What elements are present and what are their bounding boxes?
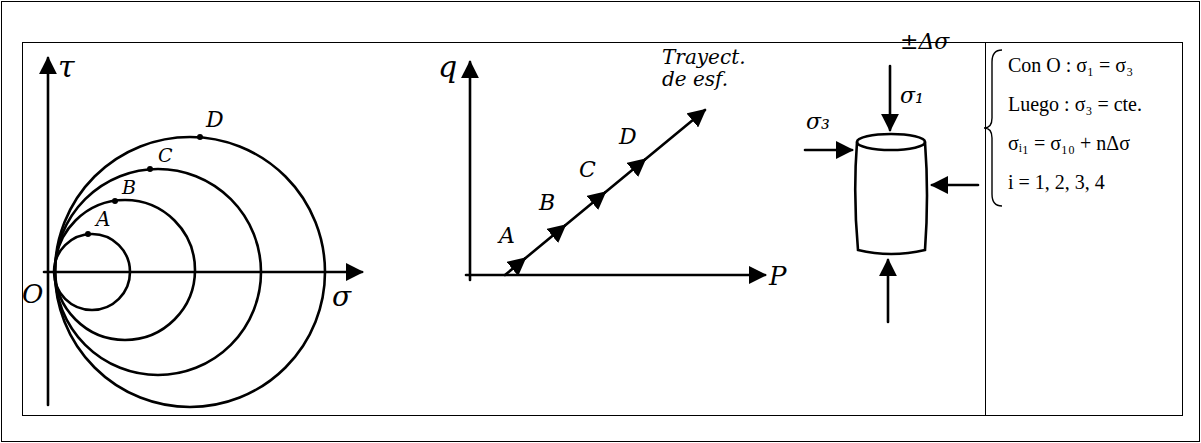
path-label: Trayect. de esf. [662,46,754,90]
specimen [805,66,978,322]
point-label: A [96,208,110,230]
stress-label: σ₃ [806,110,830,134]
brace [984,50,1002,206]
point-label: C [158,145,173,166]
mohr-plot [44,58,362,407]
cell-divider [985,43,986,416]
point-label: C [579,158,596,182]
axis-label: P [769,262,787,291]
point-label: B [539,191,555,215]
table-frame [23,43,1183,416]
point-label: O [22,280,43,309]
stress-points [85,134,203,237]
condition-text: Luego : σ₃ = cte. [1008,93,1142,115]
stress-path-plot [466,62,765,280]
point-label: D [206,108,224,132]
condition-text: σᵢ₁ = σ₁₀ + nΔσ [1008,132,1130,154]
stress-label: σ₁ [900,84,924,108]
axis-label: q [438,50,457,83]
axis-label: τ [58,50,75,83]
point-label: B [122,177,136,198]
condition-text: Con O : σ₁ = σ₃ [1008,54,1133,76]
point-label: A [499,224,515,248]
axis-label: σ [332,282,351,313]
condition-text: i = 1, 2, 3, 4 [1008,171,1105,193]
point-label: D [619,125,637,149]
load-label: ±Δσ [900,30,949,54]
